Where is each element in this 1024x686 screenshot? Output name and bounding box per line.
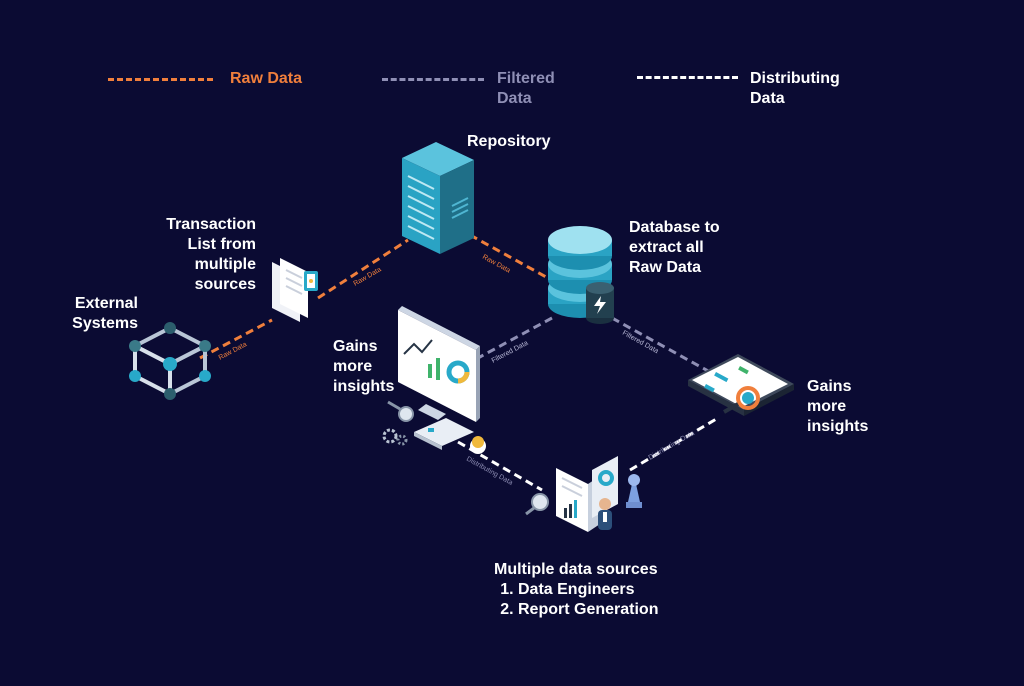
edge-filtered-database-tablet [611,316,711,374]
external-systems-label: External Systems [72,295,138,332]
multiple-sources-label: Multiple data sources Data Engineers Rep… [494,560,658,620]
edge-raw-external-transactions [199,318,273,360]
edge-filtered-database-monitor [477,316,553,360]
network-cube-icon [129,322,211,400]
report-documents-icon [525,456,618,532]
edge-label-filtered-1: Filtered Data [491,340,530,365]
edge-raw-transactions-repository [317,238,409,300]
database-icon [548,226,614,324]
map-card-icon [414,418,486,454]
multiple-sources-list: Data Engineers Report Generation [494,580,658,620]
legend-label-raw: Raw Data [230,70,303,87]
repository-label: Repository [467,133,551,150]
legend-line-distributing [637,76,738,79]
list-item: Data Engineers [518,580,658,600]
chess-piece-icon [626,474,642,508]
server-rack-icon [402,142,474,254]
list-item: Report Generation [518,600,658,620]
legend-line-filtered [382,78,484,81]
transaction-document-icon [272,258,318,322]
edge-label-distributing-2: Distributing Data [648,430,696,462]
data-engineer-icon [598,498,612,530]
edge-label-raw-2: Raw Data [353,266,383,287]
legend-line-raw [108,78,213,81]
insights-right-label: Gains more insights [807,378,869,435]
legend-label-filtered: Filtered Data [497,70,555,107]
edge-distributing-reports-tablet [629,416,719,472]
multiple-sources-title: Multiple data sources [494,561,658,578]
insights-left-label: Gains more insights [333,338,395,395]
edge-label-raw-1: Raw Data [218,341,249,362]
legend-label-distributing: Distributing Data [750,70,840,107]
database-label: Database to extract all Raw Data [629,219,720,276]
magnifier-icon [387,400,414,422]
edge-distributing-monitor-reports [457,440,543,492]
gear-icon [382,428,408,446]
tablet-dashboard-icon [688,354,794,416]
edge-raw-repository-database [469,233,549,280]
monitor-chart-icon [398,306,480,422]
transaction-list-label: Transaction List from multiple sources [166,216,256,293]
